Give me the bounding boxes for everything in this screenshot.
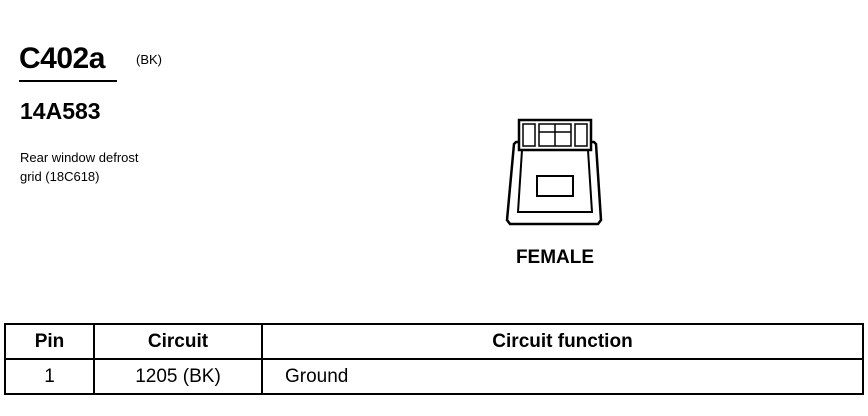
- pin-table: Pin Circuit Circuit function 1 1205 (BK)…: [4, 323, 864, 395]
- latch-slot-right: [574, 123, 588, 147]
- connector-face-drawing: [505, 118, 603, 226]
- cell-pin: 1: [4, 358, 95, 395]
- connector-id: C402a: [19, 42, 105, 75]
- header-pin: Pin: [4, 323, 95, 360]
- part-number: 14A583: [20, 98, 101, 124]
- connector-description: Rear window defrost grid (18C618): [20, 148, 220, 186]
- latch-slot-left: [522, 123, 536, 147]
- connector-id-underline: [19, 80, 117, 82]
- description-line-1: Rear window defrost: [20, 150, 139, 165]
- connector-gender: FEMALE: [515, 247, 595, 268]
- terminal-cavity: [536, 175, 574, 197]
- description-line-2: grid (18C618): [20, 169, 100, 184]
- cell-circuit: 1205 (BK): [93, 358, 263, 395]
- header-circuit-function: Circuit function: [261, 323, 864, 360]
- cell-circuit-function: Ground: [261, 358, 864, 395]
- table-header-row: Pin Circuit Circuit function: [4, 323, 864, 360]
- connector-color: (BK): [136, 52, 162, 67]
- table-row: 1 1205 (BK) Ground: [4, 358, 864, 395]
- header-circuit: Circuit: [93, 323, 263, 360]
